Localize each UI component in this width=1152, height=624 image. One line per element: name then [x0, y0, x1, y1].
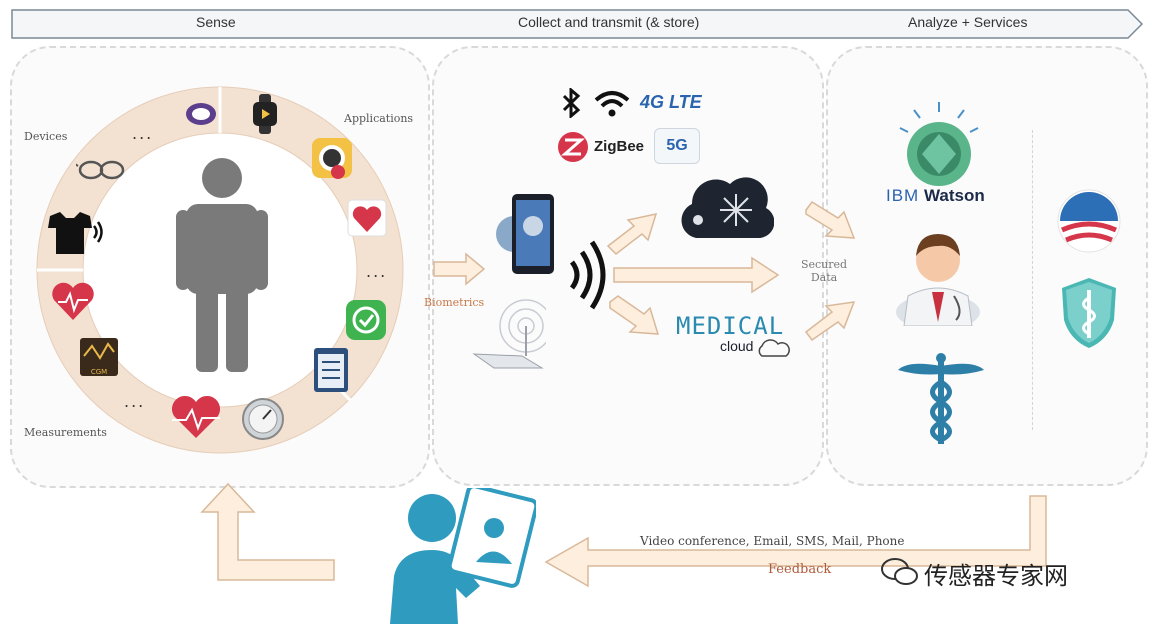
person-icon	[176, 158, 268, 372]
cloud-server-icon	[681, 177, 774, 238]
applications-label: Applications	[344, 112, 414, 125]
banner-sense-label: Sense	[196, 14, 236, 30]
fiveg-badge: 5G	[654, 128, 700, 164]
biometrics-label: Biometrics	[424, 296, 485, 309]
arrow-cloud-to-watson	[805, 201, 856, 239]
heart-rate-icon	[171, 395, 221, 438]
clipboard-app-icon	[314, 348, 348, 392]
wechat-icon	[881, 558, 918, 585]
arrow-to-medical-cloud	[609, 295, 660, 335]
zigbee-icon	[558, 132, 588, 162]
watson-label: Watson	[923, 186, 985, 205]
watermark-text: 传感器专家网	[924, 562, 1068, 590]
doctor-icon	[896, 234, 980, 326]
analyze-panel	[826, 46, 1148, 486]
ellipsis-applications: ...	[366, 262, 388, 281]
ellipsis-measurements: ...	[124, 392, 146, 411]
bluetooth-icon	[562, 88, 581, 118]
lte-logo: 4G LTE	[640, 92, 702, 112]
smartwatch-icon	[253, 94, 277, 134]
top-process-banner	[11, 9, 1144, 39]
cgm-device-icon: CGM	[80, 338, 118, 376]
devices-label: Devices	[24, 130, 68, 143]
measurements-label: Measurements	[24, 426, 107, 439]
cgm-label: CGM	[90, 368, 108, 376]
small-cloud-icon	[758, 339, 790, 357]
arrow-to-analyze	[613, 256, 780, 294]
medical-cloud-subtitle: cloud	[720, 338, 754, 354]
analyze-divider	[1032, 130, 1034, 430]
caduceus-icon	[898, 353, 984, 444]
wifi-icon	[594, 91, 630, 117]
medical-cloud-title: MEDICAL	[676, 312, 785, 340]
arrow-to-cloud	[606, 212, 658, 255]
heart-monitor-icon	[52, 282, 94, 320]
fiveg-label: 5G	[666, 137, 688, 154]
health-app-icon	[346, 300, 386, 340]
banner-analyze-label: Analyze + Services	[908, 14, 1028, 30]
health-shield-icon	[1062, 278, 1116, 348]
wireless-signal-icon	[569, 240, 606, 310]
feedback-label: Feedback	[768, 562, 832, 577]
smartphone-icon	[496, 194, 554, 274]
ibm-watson-label: IBM Watson	[886, 186, 985, 206]
heart-app-icon	[347, 199, 387, 237]
smart-glasses-icon	[76, 160, 125, 180]
scale-gauge-icon	[242, 398, 284, 440]
smart-shirt-icon	[48, 212, 103, 254]
fitness-app-icon	[312, 138, 352, 179]
ibm-watson-globe-icon	[899, 102, 979, 186]
ellipsis-devices: ...	[132, 124, 154, 143]
feedback-arrow	[544, 495, 1047, 588]
fitness-band-icon	[186, 103, 216, 125]
wireless-router-icon	[472, 299, 546, 369]
return-arrow	[200, 482, 335, 581]
ibm-label: IBM	[886, 186, 920, 205]
channels-label: Video conference, Email, SMS, Mail, Phon…	[640, 534, 905, 548]
arrow-medical-to-watson	[804, 301, 856, 342]
patient-tablet-icon	[390, 488, 536, 624]
biometrics-arrow	[433, 252, 486, 286]
secured-data-label: Secured Data	[800, 258, 848, 284]
obamacare-logo-icon	[1057, 189, 1121, 253]
zigbee-label: ZigBee	[594, 138, 645, 155]
banner-collect-label: Collect and transmit (& store)	[518, 14, 700, 30]
